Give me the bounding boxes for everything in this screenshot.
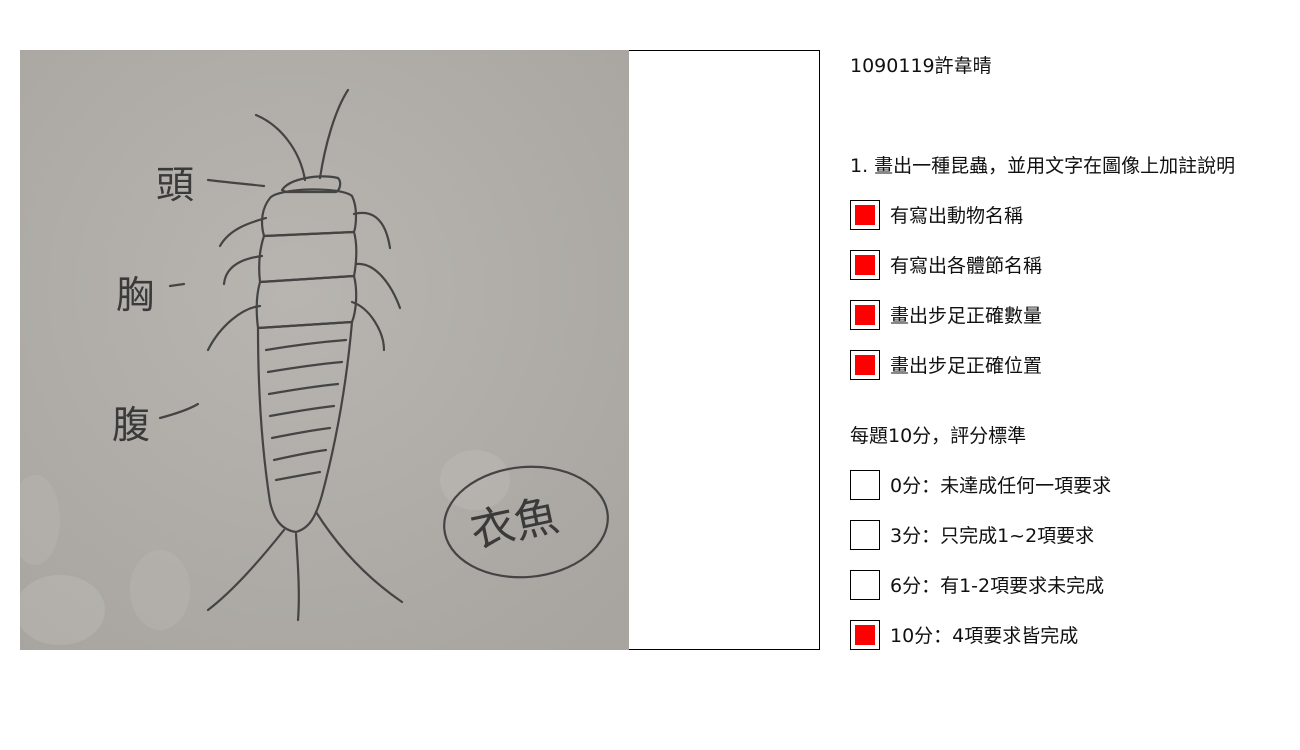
checkbox-fill <box>855 355 875 375</box>
abdomen-pointer-line <box>158 402 200 420</box>
leg-right-3 <box>350 300 386 352</box>
leg-right-2 <box>354 262 402 310</box>
head-pointer-line <box>206 178 266 188</box>
question-prompt: 1. 畫出一種昆蟲，並用文字在圖像上加註說明 <box>850 155 1236 177</box>
requirement-label: 有寫出各體節名稱 <box>890 255 1043 277</box>
requirement-label: 畫出步足正確位置 <box>890 355 1043 377</box>
cercus-right <box>314 510 404 604</box>
antenna-right <box>318 88 350 180</box>
checkbox-fill <box>855 625 875 645</box>
score-option[interactable]: 0分：未達成任何一項要求 <box>850 470 1270 502</box>
insect-abdomen <box>256 320 354 534</box>
score-option[interactable]: 10分：4項要求皆完成 <box>850 620 1270 652</box>
checkbox-score-0[interactable] <box>850 470 880 500</box>
leg-left-1 <box>218 216 268 248</box>
grading-panel: 1090119許韋晴 1. 畫出一種昆蟲，並用文字在圖像上加註說明 有寫出動物名… <box>850 0 1290 750</box>
leg-left-3 <box>206 304 262 352</box>
student-id-name: 1090119許韋晴 <box>850 55 992 77</box>
thorax-pointer-line <box>168 282 186 288</box>
checkbox-fill <box>855 255 875 275</box>
leg-left-2 <box>222 254 264 286</box>
checkbox-score-3[interactable] <box>850 520 880 550</box>
insect-drawing-photo: 頭 胸 腹 衣魚 <box>20 50 629 650</box>
name-circle <box>443 465 609 579</box>
score-option-label: 10分：4項要求皆完成 <box>890 625 1079 647</box>
checkbox-score-10[interactable] <box>850 620 880 650</box>
abdomen-label: 腹 <box>112 403 150 447</box>
checkbox-requirement-3[interactable] <box>850 300 880 330</box>
score-option[interactable]: 6分：有1-2項要求未完成 <box>850 570 1270 602</box>
scoring-heading: 每題10分，評分標準 <box>850 425 1027 447</box>
head-label: 頭 <box>156 163 194 207</box>
checkbox-requirement-2[interactable] <box>850 250 880 280</box>
cercus-left <box>206 528 286 612</box>
leg-right-1 <box>352 211 392 250</box>
requirement-item[interactable]: 有寫出各體節名稱 <box>850 250 1270 282</box>
requirement-item[interactable]: 畫出步足正確數量 <box>850 300 1270 332</box>
score-option-label: 3分：只完成1~2項要求 <box>890 525 1095 547</box>
checkbox-requirement-4[interactable] <box>850 350 880 380</box>
cercus-middle <box>294 532 300 622</box>
score-option-label: 0分：未達成任何一項要求 <box>890 475 1112 497</box>
score-option-label: 6分：有1-2項要求未完成 <box>890 575 1105 597</box>
antenna-left <box>254 113 307 182</box>
thorax-label: 胸 <box>116 273 154 317</box>
requirement-item[interactable]: 有寫出動物名稱 <box>850 200 1270 232</box>
requirement-label: 畫出步足正確數量 <box>890 305 1043 327</box>
checkbox-score-6[interactable] <box>850 570 880 600</box>
checkbox-fill <box>855 205 875 225</box>
requirement-label: 有寫出動物名稱 <box>890 205 1024 227</box>
requirement-item[interactable]: 畫出步足正確位置 <box>850 350 1270 382</box>
checkbox-requirement-1[interactable] <box>850 200 880 230</box>
score-option[interactable]: 3分：只完成1~2項要求 <box>850 520 1270 552</box>
checkbox-fill <box>855 305 875 325</box>
